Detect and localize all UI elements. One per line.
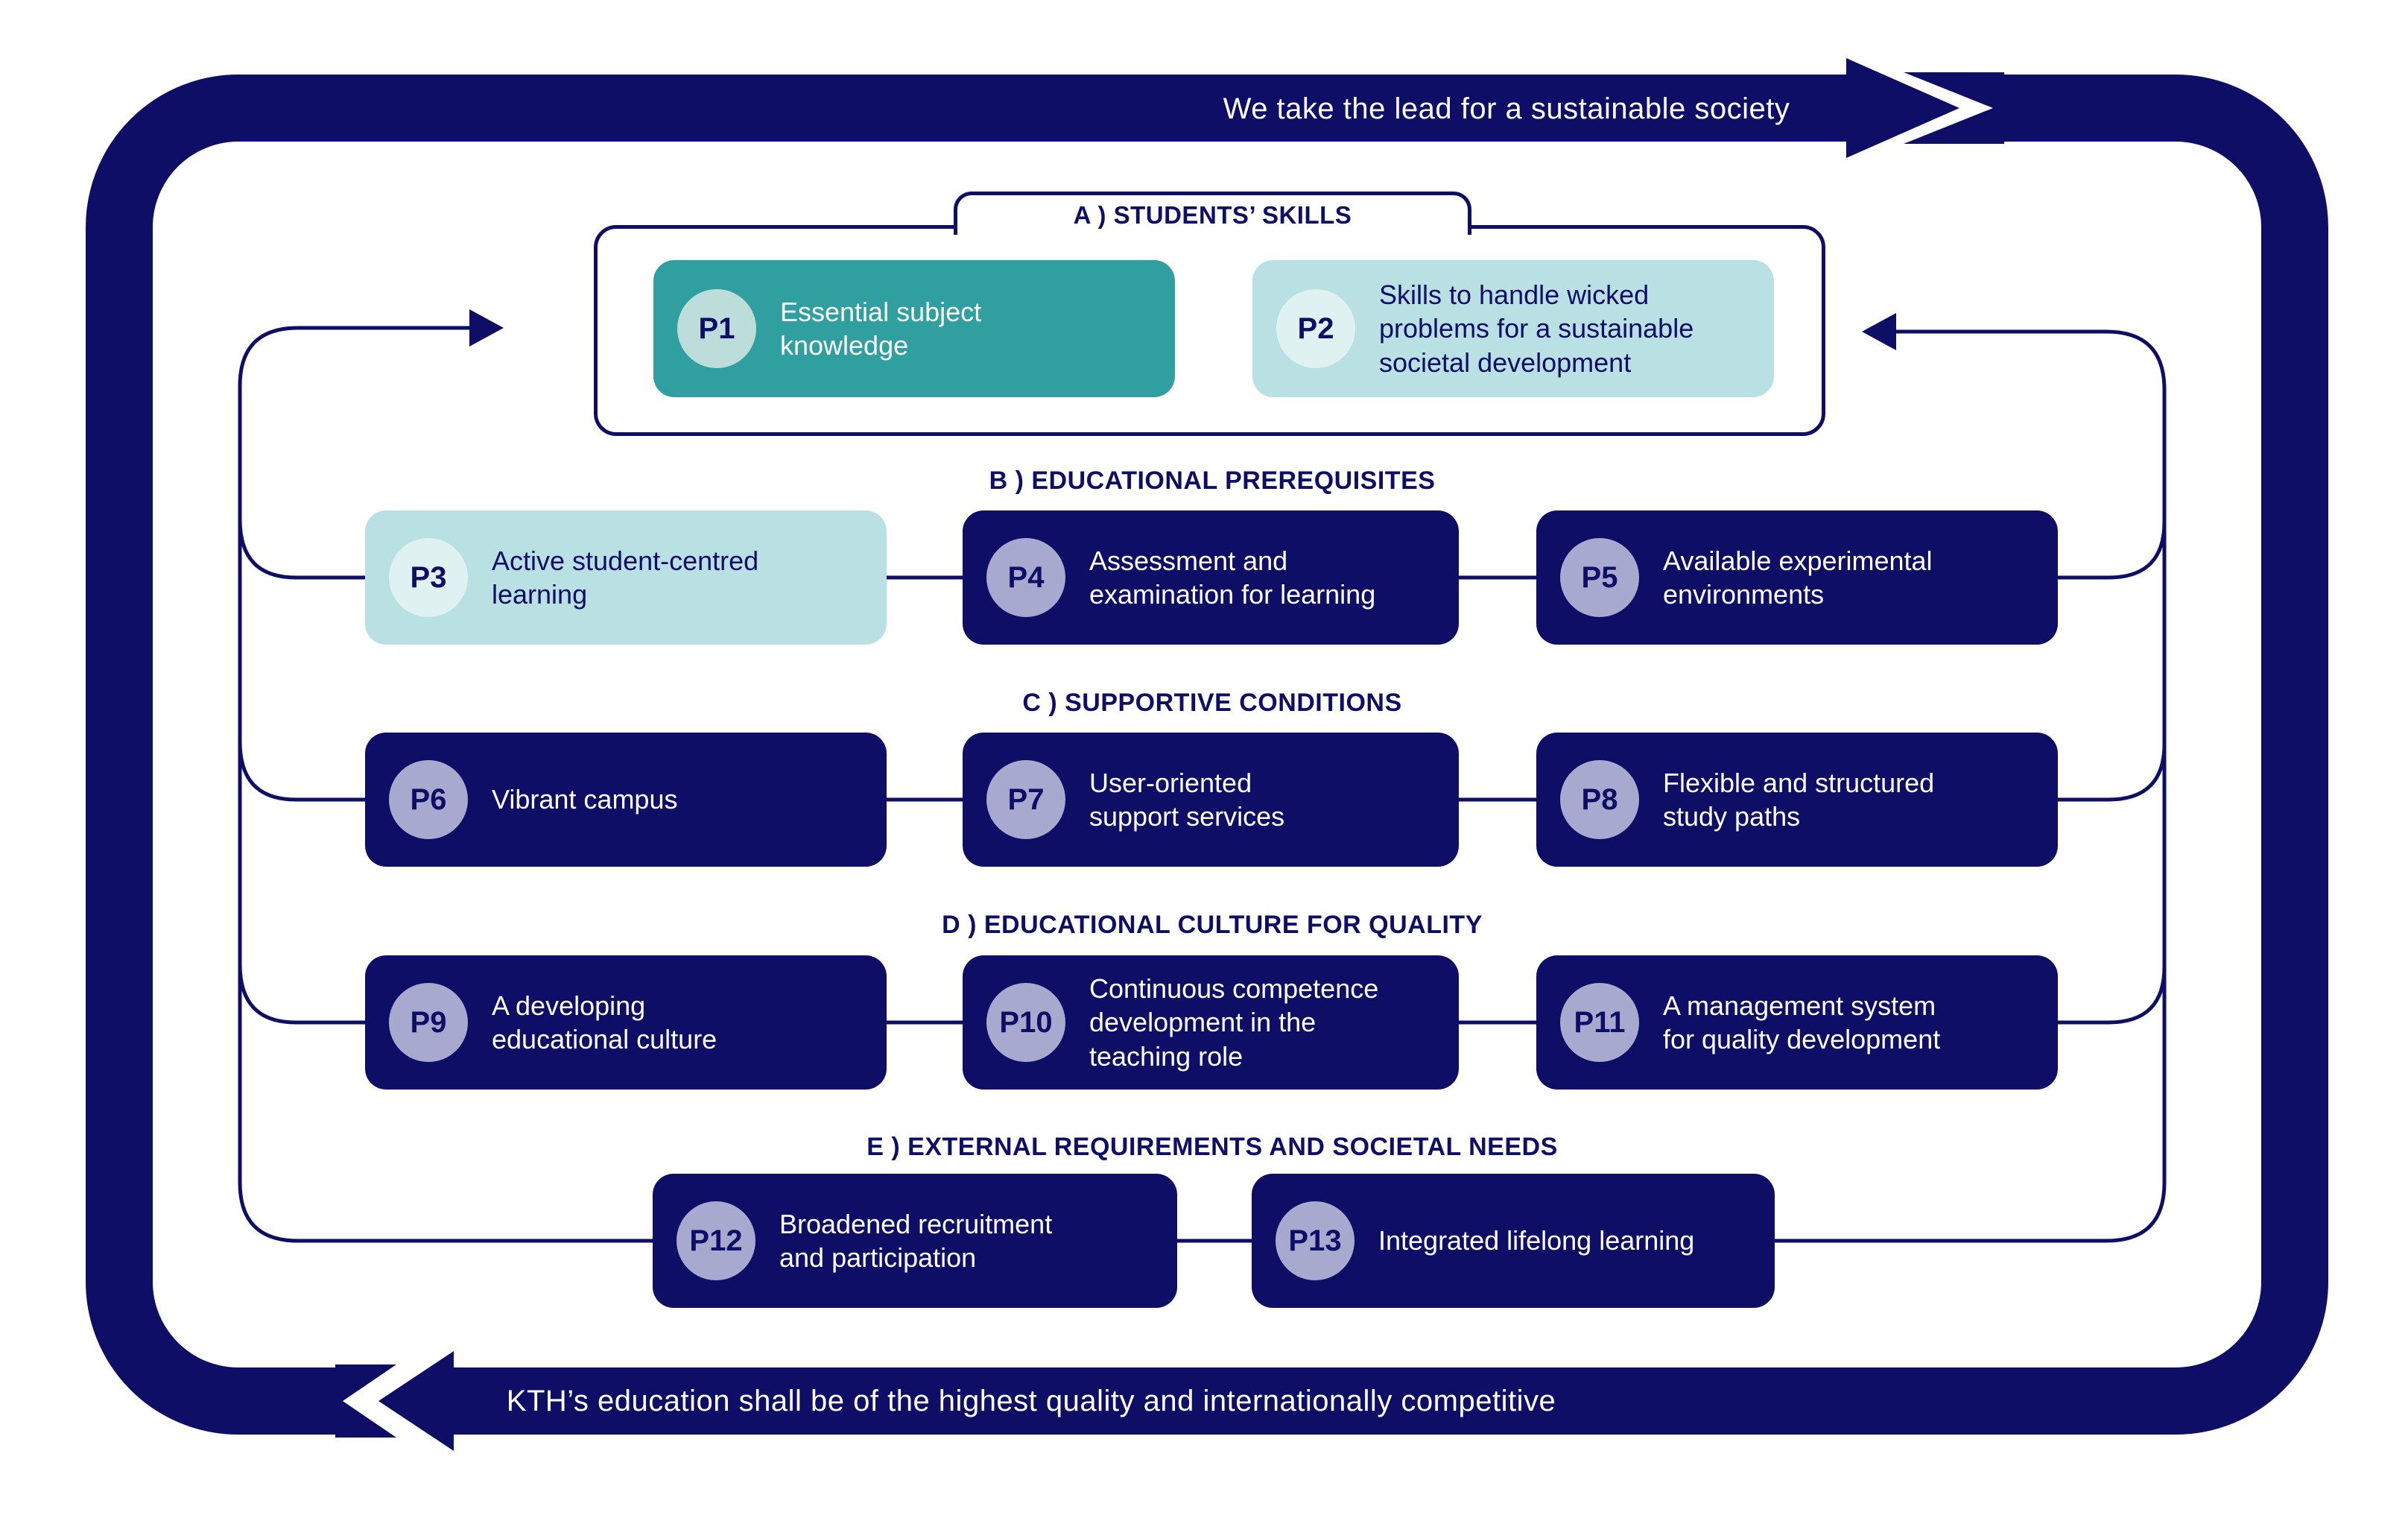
left-spine-arrowhead-icon <box>469 309 504 347</box>
p13-text: Integrated lifelong learning <box>1378 1225 1695 1256</box>
p2-text: Skills to handle wicked problems for a s… <box>1379 279 1694 378</box>
p1-text: Essential subject knowledge <box>780 296 982 361</box>
box-p1: P1 Essential subject knowledge <box>653 260 1175 397</box>
top-banner-text: We take the lead for a sustainable socie… <box>1223 92 1790 125</box>
top-banner-arrowhead-icon <box>1846 58 1959 158</box>
right-spine-arrowhead-icon <box>1862 313 1896 350</box>
p9-text: A developing educational culture <box>492 990 717 1054</box>
p2-badge: P2 <box>1276 289 1355 368</box>
left-branch-row-c <box>238 741 365 802</box>
bottom-banner-arrowhead-icon <box>378 1351 454 1451</box>
top-band-notched-segment <box>1904 72 2004 144</box>
box-p5: P5 Available experimental environments <box>1536 510 2058 645</box>
p11-badge: P11 <box>1560 983 1639 1062</box>
section-a-label: A ) STUDENTS’ SKILLS <box>1073 200 1352 229</box>
box-p3: P3 Active student-centred learning <box>365 510 887 645</box>
p12-badge: P12 <box>677 1201 755 1280</box>
section-c-label: C ) SUPPORTIVE CONDITIONS <box>1022 689 1402 717</box>
box-p9: P9 A developing educational culture <box>365 955 887 1090</box>
section-b-label: B ) EDUCATIONAL PREREQUISITES <box>989 467 1436 495</box>
p8-text: Flexible and structured study paths <box>1663 767 1935 832</box>
p3-text: Active student-centred learning <box>492 545 759 610</box>
p8-badge: P8 <box>1560 760 1639 839</box>
right-branch-row-c <box>2058 743 2167 802</box>
p10-text: Continuous competence development in the… <box>1089 973 1379 1072</box>
right-branch-row-b <box>2058 521 2167 580</box>
p7-badge: P7 <box>986 760 1065 839</box>
box-p7: P7 User-oriented support services <box>963 733 1459 867</box>
left-connector-spine <box>238 326 653 1243</box>
box-p6: P6 Vibrant campus <box>365 733 887 867</box>
p11-text: A management system for quality developm… <box>1663 990 1941 1054</box>
bottom-band-notched-segment <box>335 1365 396 1438</box>
p9-badge: P9 <box>389 983 468 1062</box>
left-branch-row-b <box>238 519 365 580</box>
p5-text: Available experimental environments <box>1663 545 1933 610</box>
p12-text: Broadened recruitment and participation <box>779 1208 1053 1273</box>
box-p12: P12 Broadened recruitment and participat… <box>653 1174 1177 1308</box>
p1-badge: P1 <box>677 289 756 368</box>
outer-loop-frame <box>86 75 2328 1435</box>
p4-text: Assessment and examination for learning <box>1089 545 1376 610</box>
section-e-label: E ) EXTERNAL REQUIREMENTS AND SOCIETAL N… <box>866 1133 1558 1161</box>
right-branch-row-d <box>2058 966 2167 1025</box>
section-d-label: D ) EDUCATIONAL CULTURE FOR QUALITY <box>942 911 1483 939</box>
p4-badge: P4 <box>986 538 1065 617</box>
bottom-banner-text: KTH’s education shall be of the highest … <box>506 1385 1556 1417</box>
box-p10: P10 Continuous competence development in… <box>963 955 1459 1090</box>
p7-text: User-oriented support services <box>1089 767 1285 832</box>
p6-badge: P6 <box>389 760 468 839</box>
p10-badge: P10 <box>986 983 1065 1062</box>
box-p13: P13 Integrated lifelong learning <box>1252 1174 1775 1308</box>
section-a-tab: A ) STUDENTS’ SKILLS <box>954 192 1471 235</box>
box-p2: P2 Skills to handle wicked problems for … <box>1252 260 1774 397</box>
p6-text: Vibrant campus <box>492 784 678 815</box>
box-p11: P11 A management system for quality deve… <box>1536 955 2058 1090</box>
p5-badge: P5 <box>1560 538 1639 617</box>
p13-badge: P13 <box>1276 1201 1354 1280</box>
right-connector-spine <box>1775 329 2167 1243</box>
left-branch-row-d <box>238 964 365 1025</box>
p3-badge: P3 <box>389 538 468 617</box>
box-p8: P8 Flexible and structured study paths <box>1536 733 2058 867</box>
box-p4: P4 Assessment and examination for learni… <box>963 510 1459 645</box>
